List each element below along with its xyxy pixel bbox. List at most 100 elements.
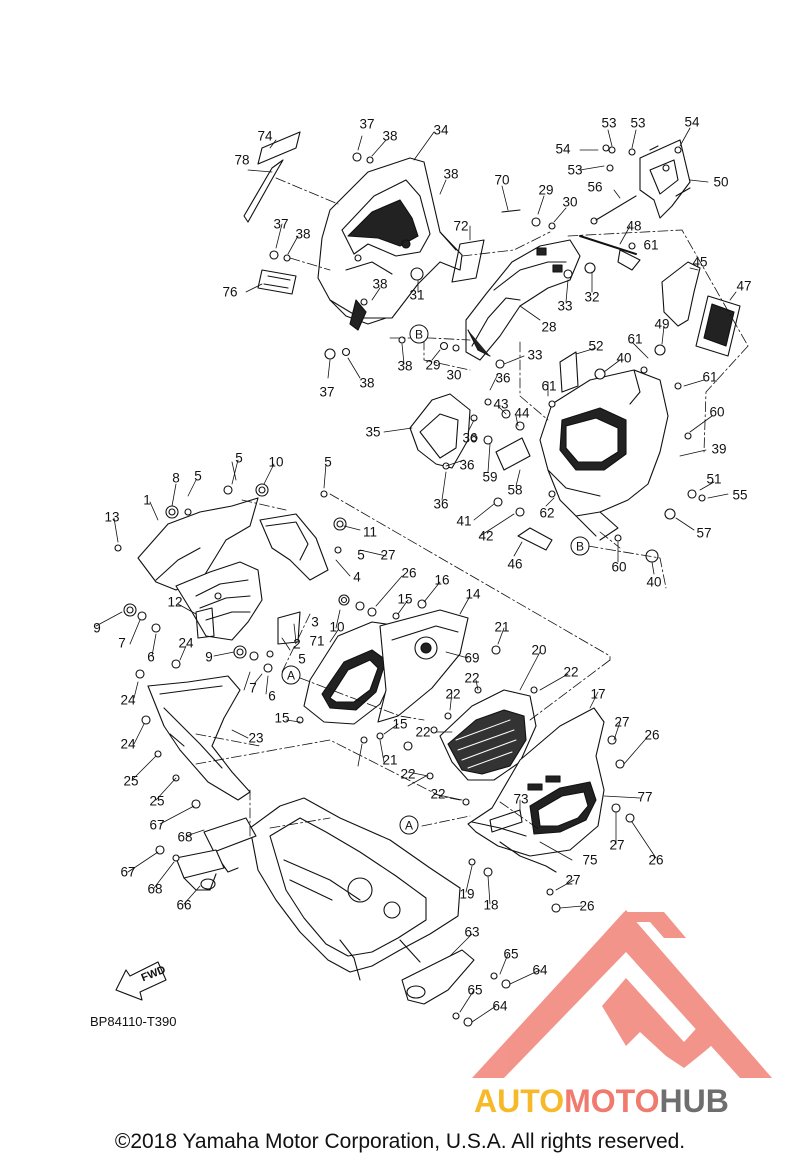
callout-60: 60 [709,404,725,420]
sticker-78 [243,159,284,223]
ref-marker-b: B [570,536,590,556]
callout-22: 22 [400,766,416,782]
callout-22: 22 [563,664,579,680]
callout-5: 5 [324,454,332,470]
fwd-arrow-icon [115,961,167,1001]
callout-30: 30 [562,194,578,210]
callout-43: 43 [493,396,509,412]
callout-68: 68 [147,881,163,897]
callout-67: 67 [120,864,136,880]
callout-4: 4 [353,569,361,585]
callout-1: 1 [143,492,151,508]
leader-lines [95,127,737,1023]
bracket-45 [661,261,701,327]
callout-34: 34 [433,122,449,138]
callout-24: 24 [120,692,136,708]
sticker-73 [489,809,523,833]
frame [249,797,461,981]
callout-51: 51 [706,471,722,487]
callout-36: 36 [433,496,449,512]
stay-66-lower [175,849,225,891]
callout-28: 28 [541,319,557,335]
callout-40: 40 [646,574,662,590]
grille-20 [439,689,537,781]
callout-15: 15 [397,591,413,607]
watermark-text: AUTOMOTOHUB [474,1083,729,1120]
callout-11: 11 [362,524,378,540]
panel-28 [465,239,581,361]
callout-65: 65 [467,982,483,998]
ref-marker-a: A [281,665,301,685]
callout-20: 20 [531,642,547,658]
callout-24: 24 [178,635,194,651]
callout-77: 77 [637,789,653,805]
watermark-part-moto: MOTO [564,1083,660,1119]
stay-63 [401,949,475,1005]
watermark-logo-icon [472,910,772,1078]
callout-2: 2 [293,636,301,652]
callout-41: 41 [456,513,472,529]
callout-53: 53 [630,115,646,131]
callout-65: 65 [503,946,519,962]
callout-13: 13 [104,509,120,525]
part-52 [559,351,579,393]
callout-25: 25 [123,773,139,789]
callout-38: 38 [382,128,398,144]
callout-66: 66 [176,897,192,913]
callout-38: 38 [372,276,388,292]
callout-9: 9 [205,649,213,665]
callout-31: 31 [409,287,425,303]
sticker-12 [195,607,215,639]
callout-36: 36 [459,457,475,473]
bracket-35 [409,393,471,469]
callout-23: 23 [248,730,264,746]
callout-61: 61 [627,331,643,347]
callout-63: 63 [464,924,480,940]
callout-26: 26 [401,565,417,581]
callout-21: 21 [494,619,510,635]
callout-56: 56 [587,179,603,195]
callout-5: 5 [298,651,306,667]
callout-29: 29 [538,182,554,198]
callout-5: 5 [235,450,243,466]
callout-55: 55 [732,487,748,503]
callout-9: 9 [93,620,101,636]
callout-67: 67 [149,817,165,833]
callout-70: 70 [494,172,510,188]
callout-22: 22 [464,670,480,686]
callout-5: 5 [194,468,202,484]
callout-21: 21 [382,752,398,768]
rod-48 [579,235,641,271]
callout-59: 59 [482,469,498,485]
callout-40: 40 [616,350,632,366]
upper-cowl-34 [317,157,463,331]
stay-59 [495,437,531,471]
callout-61: 61 [643,237,659,253]
callout-26: 26 [644,727,660,743]
callout-42: 42 [478,528,494,544]
callout-12: 12 [167,594,183,610]
callout-33: 33 [557,298,573,314]
callout-10: 10 [268,454,284,470]
callout-30: 30 [446,367,462,383]
callout-33: 33 [527,347,543,363]
callout-24: 24 [120,736,136,752]
callout-39: 39 [711,441,727,457]
callout-26: 26 [648,852,664,868]
callout-22: 22 [430,786,446,802]
callout-46: 46 [507,556,523,572]
callout-27: 27 [609,837,625,853]
callout-62: 62 [539,505,555,521]
callout-37: 37 [359,116,375,132]
callout-45: 45 [692,254,708,270]
sticker-70 [501,209,521,213]
callout-5: 5 [357,547,365,563]
sticker-76 [257,269,297,295]
diagram-code: BP84110-T390 [90,1014,177,1029]
duct-71 [303,621,401,725]
callout-64: 64 [532,962,548,978]
callout-10: 10 [329,619,345,635]
callout-64: 64 [492,998,508,1014]
callout-54: 54 [555,141,571,157]
